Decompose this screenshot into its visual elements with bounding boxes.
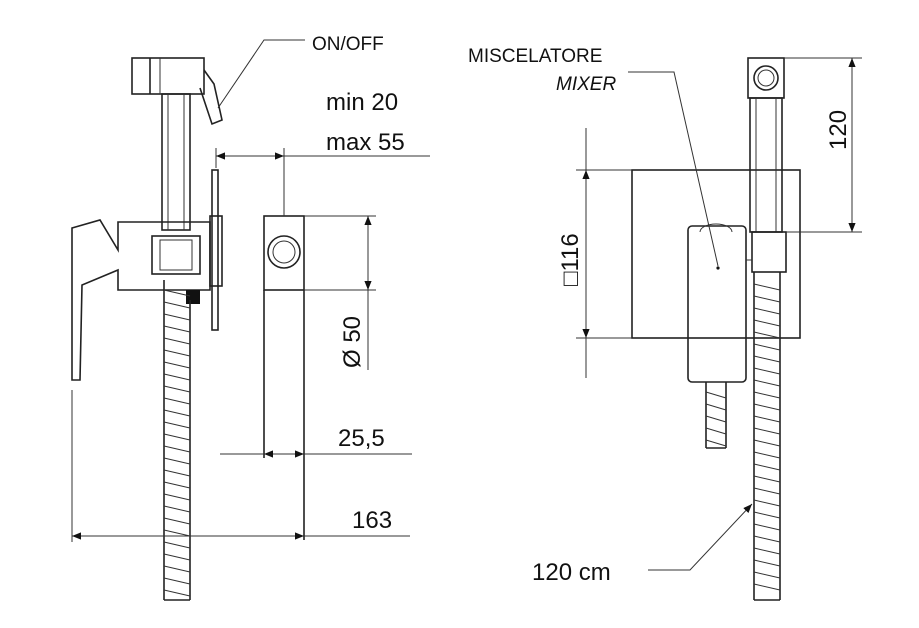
on-off-label: ON/OFF	[312, 34, 384, 55]
min-depth-label: min 20	[326, 89, 398, 116]
wall-plate	[631, 169, 801, 339]
hose	[163, 280, 191, 601]
mixer-hose	[705, 382, 727, 449]
on-off-callout: ON/OFF	[217, 34, 384, 109]
front-view: MISCELATORE MIXER □116 120 120 cm	[468, 46, 862, 601]
handset-front	[746, 57, 787, 273]
dimension-163-label: 163	[352, 507, 392, 534]
diameter-dimension: Ø 50	[304, 215, 376, 370]
dimension-163: 163	[71, 390, 410, 542]
outlet-knob	[263, 215, 305, 540]
square-116-label: □116	[557, 233, 584, 286]
miscelatore-label: MISCELATORE	[468, 46, 602, 67]
hose-length-label: 120 cm	[532, 559, 611, 586]
dimension-120: 120	[784, 57, 862, 233]
dimension-25-5-label: 25,5	[338, 425, 385, 452]
side-view: ON/OFF min 20 max 55 Ø 50 25,5	[71, 34, 430, 601]
max-depth-label: max 55	[326, 129, 405, 156]
valve-body	[71, 169, 223, 381]
handset-shaft	[161, 93, 191, 231]
long-hose	[753, 272, 781, 601]
dimension-25-5: 25,5	[220, 425, 412, 458]
dimension-120-label: 120	[825, 110, 852, 150]
diameter-label: Ø 50	[339, 316, 366, 368]
mixer-callout: MISCELATORE MIXER	[468, 46, 719, 267]
mixer-label: MIXER	[556, 74, 616, 95]
dimension-116: □116	[557, 128, 632, 378]
wall-depth-dimension: min 20 max 55	[215, 89, 430, 216]
hose-length-callout: 120 cm	[532, 503, 753, 586]
mixer-body	[687, 223, 747, 383]
handset-head	[131, 57, 223, 126]
